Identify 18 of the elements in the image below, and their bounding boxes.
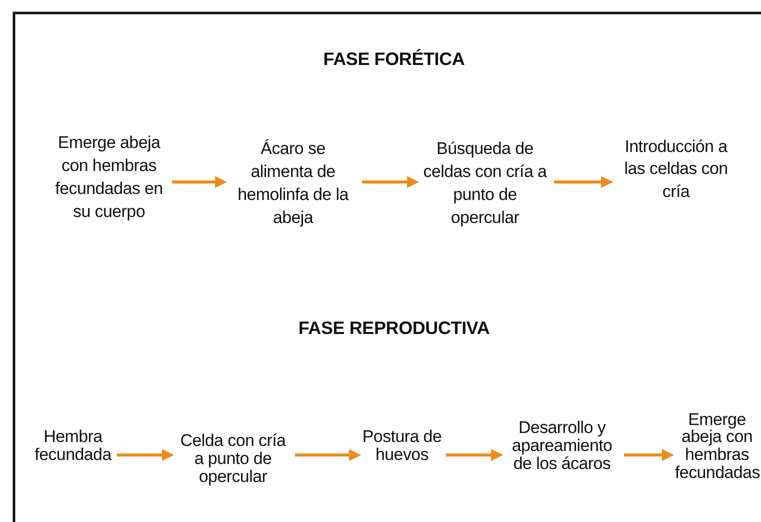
step-text: Celda con cría a punto de opercular (175, 432, 291, 486)
arrow (362, 176, 419, 188)
step-text: Desarrollo y apareamiento de los ácaros (504, 419, 620, 473)
step-text: Ácaro se alimenta de hemolinfa de la abeja (228, 138, 358, 230)
arrow (624, 449, 674, 461)
step-text: Hembra fecundada (33, 428, 113, 464)
section-heading: FASE REPRODUCTIVA (298, 318, 490, 339)
section-heading: FASE FORÉTICA (323, 49, 465, 70)
arrow (172, 176, 227, 188)
arrow (446, 449, 503, 461)
step-text: Emerge abeja con hembras fecundadas (675, 410, 759, 482)
step-text: Emerge abeja con hembras fecundadas en su cuerpo (50, 132, 168, 224)
step-text: Introducción a las celdas con cría (614, 136, 738, 204)
arrow (554, 176, 613, 188)
arrow (117, 449, 174, 461)
step-text: Postura de huevos (362, 428, 442, 464)
arrow (295, 449, 361, 461)
step-text: Búsqueda de celdas con cría a punto de opercular (420, 138, 550, 230)
